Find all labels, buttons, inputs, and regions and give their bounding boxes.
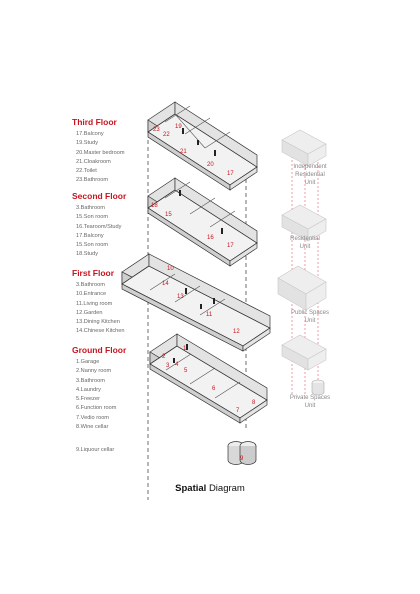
floor-title: First Floor: [72, 268, 115, 278]
room-item: 22.Toilet: [76, 168, 97, 175]
caption-bold: Spatial: [175, 483, 207, 494]
basement-note: 9.Liquour cellar: [76, 447, 115, 453]
room-number: 4: [175, 362, 179, 368]
room-item: 14.Chinese Kitchen: [76, 328, 125, 335]
room-item: 23.Bathroom: [76, 177, 109, 184]
room-item: 15.Son room: [76, 242, 109, 249]
room-item: 12.Garden: [76, 309, 103, 316]
room-number: 14: [162, 281, 169, 287]
room-number: 5: [184, 368, 188, 374]
first-floor-plan: [121, 253, 271, 352]
unit-label-line: Unit: [304, 180, 316, 186]
room-number: 20: [207, 162, 214, 168]
room-item: 4.Laundry: [76, 386, 101, 393]
room-item: 1.Garage: [76, 359, 100, 365]
room-item: 20.Master bedroom: [76, 149, 125, 156]
unit-label-line: Unit: [304, 318, 316, 324]
room-number: 15: [165, 212, 172, 218]
room-item: 3.Bathroom: [76, 282, 105, 288]
room-item: 13.Dining Kitchen: [76, 319, 120, 326]
room-number: 9: [240, 456, 244, 462]
legend-third-floor: Third Floor 17.Balcony 19.Study 20.Maste…: [72, 117, 125, 186]
room-number: 16: [207, 235, 214, 241]
room-item: 17.Balcony: [76, 232, 104, 239]
unit-label-line: Residential: [295, 172, 325, 178]
room-number: 17: [227, 243, 234, 249]
room-list: 17.Balcony 19.Study 20.Master bedroom 21…: [72, 130, 125, 186]
room-list: 1.Garage 2.Nanny room 3.Bathroom 4.Laund…: [72, 358, 126, 432]
room-number: 21: [180, 149, 187, 155]
room-number: 22: [163, 132, 170, 138]
room-item: 5.Freezer: [76, 396, 100, 403]
unit-label-independent: Independent Residential Unit: [270, 163, 350, 187]
unit-label-public: Public Spaces Unit: [270, 309, 350, 325]
room-item: 11.Living room: [76, 300, 113, 307]
room-item: 18.Study: [76, 251, 99, 258]
room-item: 7.Vedio room: [76, 414, 109, 421]
third-floor-plan: [147, 101, 258, 191]
room-number: 1: [183, 346, 187, 352]
room-list: 3.Bathroom 15.Son room 16.Tearoom/Study …: [72, 204, 126, 260]
unit-label-private: Private Spaces Unit: [270, 394, 350, 410]
room-item: 2.Nanny room: [76, 368, 112, 375]
room-item: 8.Wine cellar: [76, 424, 109, 431]
floor-title: Third Floor: [72, 117, 117, 127]
floor-title: Second Floor: [72, 191, 127, 201]
room-number: 6: [212, 386, 216, 392]
room-number: 19: [175, 124, 182, 130]
room-number: 17: [227, 171, 234, 177]
floor-title: Ground Floor: [72, 345, 127, 355]
unit-diagram: [277, 129, 327, 396]
room-list: 3.Bathroom 10.Entrance 11.Living room 12…: [72, 281, 125, 337]
second-floor-plan: [147, 177, 258, 267]
unit-label-line: Private Spaces: [289, 395, 331, 401]
room-item: 3.Bathroom: [76, 377, 105, 384]
unit-label-line: Residential: [290, 236, 320, 242]
room-item: 15.Son room: [76, 214, 109, 221]
unit-label-line: Independent: [293, 164, 327, 170]
unit-label-line: Unit: [299, 244, 311, 250]
diagram-caption: Spatial Diagram: [0, 483, 420, 494]
legend-first-floor: First Floor 3.Bathroom 10.Entrance 11.Li…: [72, 268, 125, 337]
unit-label-line: Public Spaces: [290, 310, 330, 316]
room-number: 23: [153, 127, 160, 133]
unit-label-line: Unit: [304, 403, 316, 409]
room-number: 10: [167, 266, 174, 272]
legend-ground-floor: Ground Floor 1.Garage 2.Nanny room 3.Bat…: [72, 345, 126, 432]
legend-second-floor: Second Floor 3.Bathroom 15.Son room 16.T…: [72, 191, 126, 260]
room-item: 21.Cloakroom: [76, 158, 111, 165]
room-number: 11: [206, 312, 213, 318]
room-item: 10.Entrance: [76, 291, 107, 298]
ground-floor-plan: [149, 333, 268, 424]
room-number: 18: [151, 203, 158, 209]
room-item: 3.Bathroom: [76, 205, 105, 211]
room-item: 6.Function room: [76, 405, 117, 412]
room-number: 8: [252, 400, 256, 406]
room-item: 19.Study: [76, 140, 99, 147]
cellar-drum: [227, 441, 257, 465]
room-item: 16.Tearoom/Study: [76, 223, 122, 230]
room-item: 17.Balcony: [76, 131, 104, 137]
room-number: 12: [233, 329, 240, 335]
room-number: 2: [162, 354, 166, 360]
room-number: 3: [166, 363, 170, 369]
room-number: 13: [177, 294, 184, 300]
room-number: 7: [236, 408, 240, 414]
unit-label-residential: Residential Unit: [265, 235, 345, 251]
caption-rest: Diagram: [208, 483, 245, 494]
